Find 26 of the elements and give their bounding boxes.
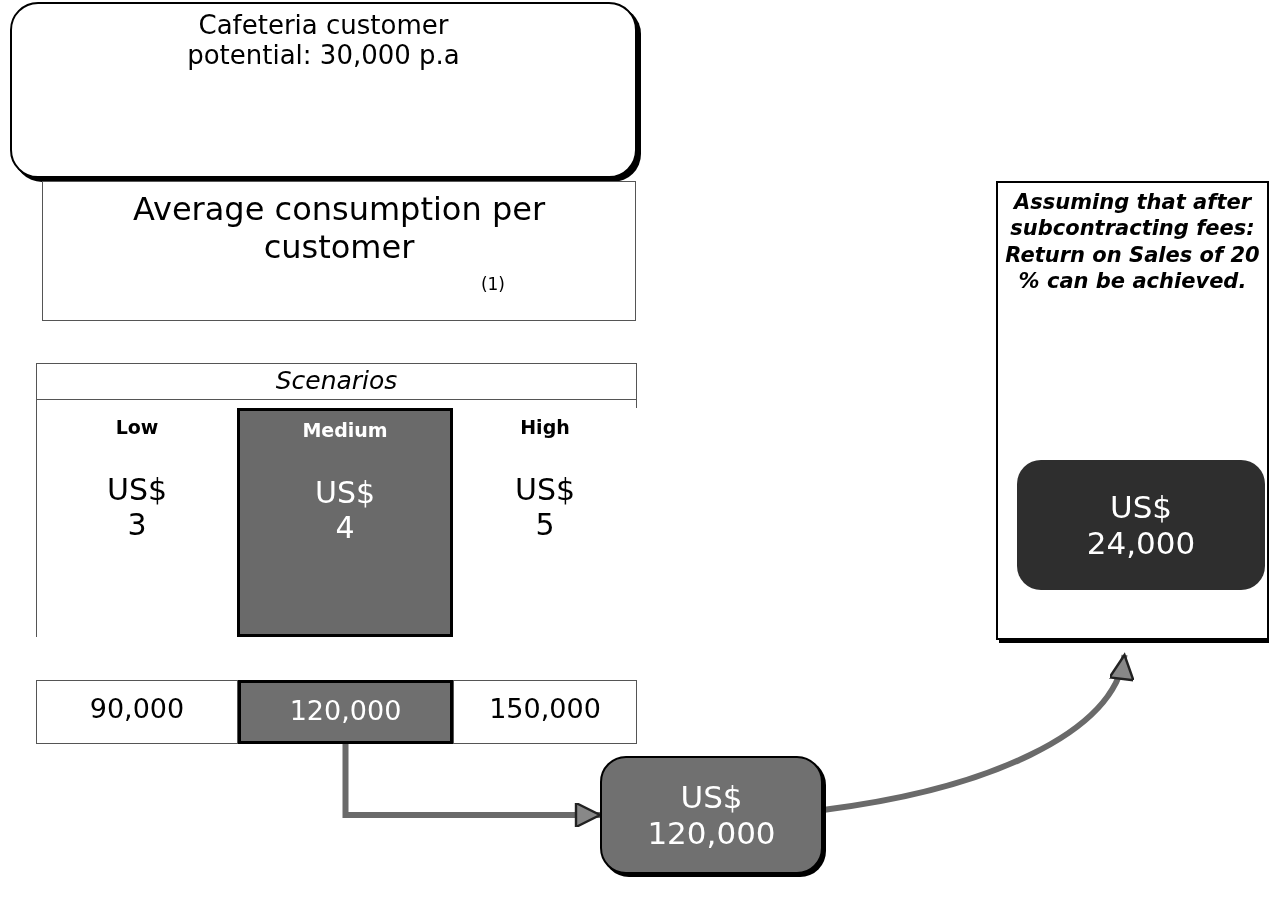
value-cell bbox=[36, 680, 238, 744]
table-box bbox=[36, 363, 637, 637]
column-value: US$ 3 bbox=[105, 472, 169, 542]
note-text: Assuming that after subcontracting fees: Return on Sales of 20 % can be achieved. bbox=[1004, 189, 1261, 294]
footnote-mark: (1) bbox=[480, 274, 505, 294]
box-text: US$ 120,000 bbox=[646, 779, 777, 851]
result-box bbox=[1017, 460, 1265, 590]
value-cell bbox=[238, 680, 453, 744]
arrow bbox=[342, 744, 602, 829]
column-value: US$ 4 bbox=[313, 475, 377, 545]
column-heading: Medium bbox=[302, 419, 388, 441]
result-box bbox=[600, 756, 823, 874]
note-box bbox=[996, 181, 1269, 640]
text-box bbox=[42, 181, 636, 321]
column-value: US$ 5 bbox=[513, 472, 577, 542]
table-heading: Scenarios bbox=[37, 366, 636, 400]
cell-text: 150,000 bbox=[489, 693, 601, 724]
value-cell bbox=[453, 680, 637, 744]
box-text: US$ 24,000 bbox=[1085, 489, 1197, 561]
cell-text: 90,000 bbox=[89, 693, 185, 724]
box-text: Average consumption per customer bbox=[131, 190, 547, 266]
box-text: Cafeteria customer potential: 30,000 p.a bbox=[186, 10, 461, 70]
scenario-column bbox=[237, 408, 453, 637]
column-heading: Low bbox=[115, 416, 159, 438]
cell-text: 120,000 bbox=[289, 695, 402, 726]
column-heading: High bbox=[520, 416, 570, 438]
